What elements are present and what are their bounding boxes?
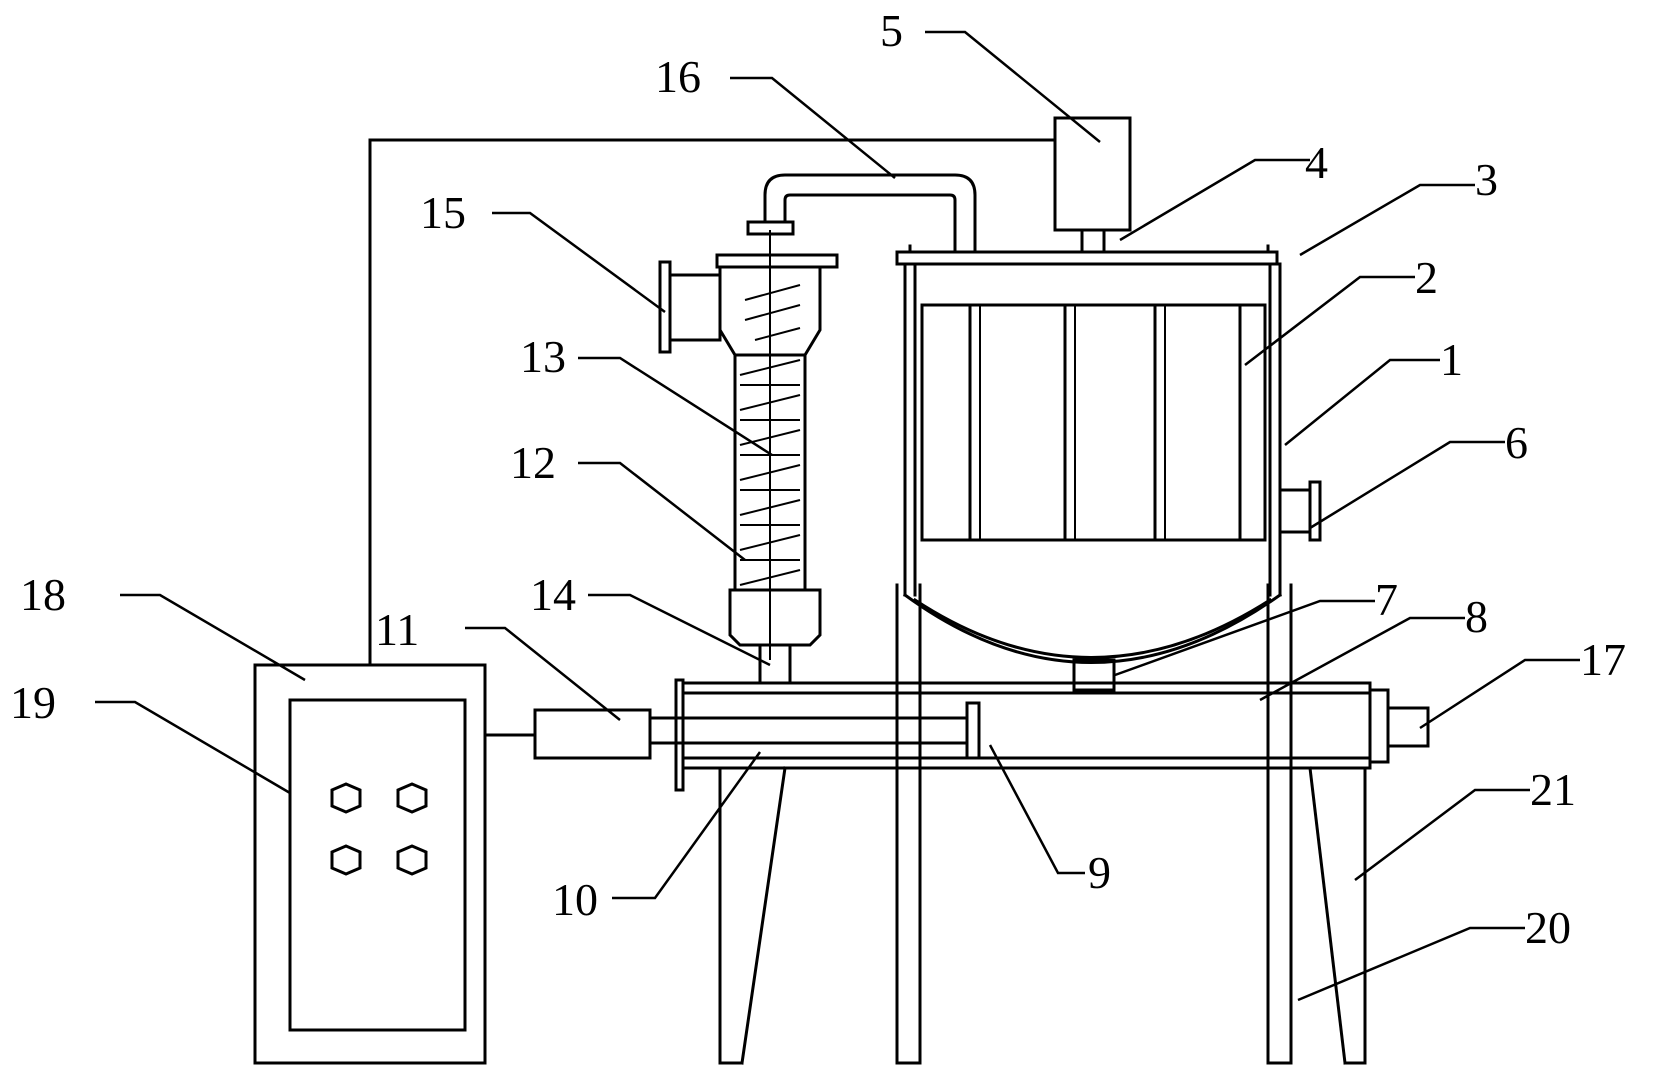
label-15: 15 <box>420 187 466 238</box>
label-4: 4 <box>1305 137 1328 188</box>
side-outlet <box>1278 480 1322 542</box>
label-14: 14 <box>530 569 576 620</box>
conveying-pipe <box>746 173 977 254</box>
control-box <box>253 663 487 1065</box>
tank-body <box>902 262 1283 692</box>
horizontal-cylinder <box>648 678 1430 792</box>
label-17: 17 <box>1580 634 1626 685</box>
label-3: 3 <box>1475 154 1498 205</box>
spiral-blade <box>739 230 801 660</box>
label-18: 18 <box>20 569 66 620</box>
label-12: 12 <box>510 437 556 488</box>
label-9: 9 <box>1088 847 1111 898</box>
label-13: 13 <box>520 331 566 382</box>
label-16: 16 <box>655 51 701 102</box>
actuator <box>483 708 652 760</box>
motor <box>1053 116 1132 254</box>
support-frame <box>718 583 1367 1065</box>
label-5: 5 <box>880 5 903 56</box>
reference-numerals: 5 16 15 13 12 14 11 18 19 4 3 2 1 6 7 8 … <box>10 5 1626 953</box>
label-20: 20 <box>1525 902 1571 953</box>
label-1: 1 <box>1440 334 1463 385</box>
control-wire <box>368 138 1057 667</box>
screw-conveyor <box>715 230 839 685</box>
inner-basket <box>920 303 1267 542</box>
label-21: 21 <box>1530 764 1576 815</box>
label-2: 2 <box>1415 252 1438 303</box>
label-10: 10 <box>552 874 598 925</box>
label-11: 11 <box>375 604 419 655</box>
leader-lines <box>95 30 1580 1002</box>
label-6: 6 <box>1505 417 1528 468</box>
label-19: 19 <box>10 677 56 728</box>
tank-lid <box>895 244 1279 266</box>
label-8: 8 <box>1465 591 1488 642</box>
inlet-flange <box>658 260 722 354</box>
label-7: 7 <box>1375 574 1398 625</box>
